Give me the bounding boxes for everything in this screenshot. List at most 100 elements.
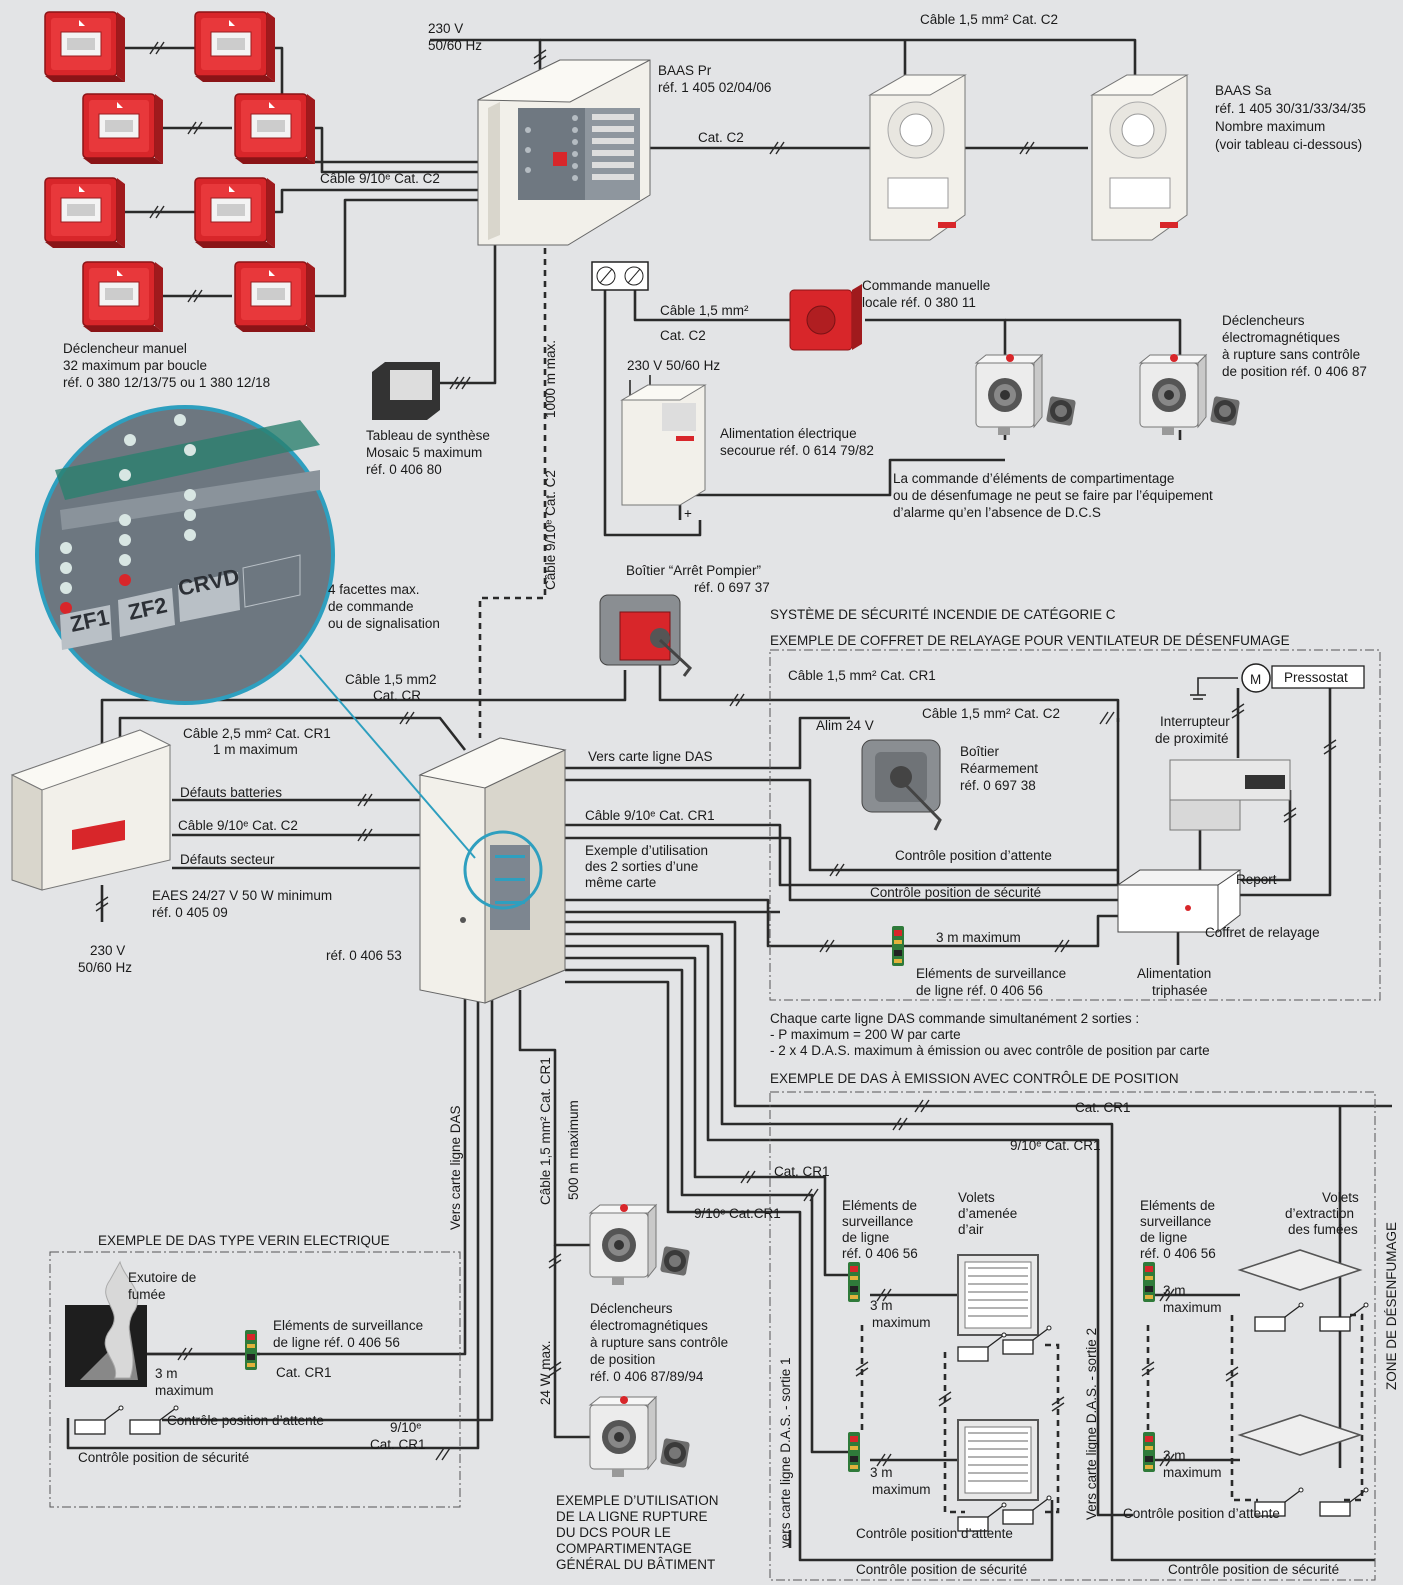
- svg-text:Tableau de synthèse: Tableau de synthèse: [366, 428, 490, 443]
- svg-text:ZONE DE DÉSENFUMAGE: ZONE DE DÉSENFUMAGE: [1384, 1222, 1399, 1390]
- commande-manuelle-device: [789, 284, 862, 351]
- svg-text:3 m: 3 m: [1163, 1448, 1186, 1463]
- svg-text:vers carte ligne D.A.S. - sort: vers carte ligne D.A.S. - sortie 1: [778, 1357, 793, 1548]
- svg-text:à rupture sans contrôle: à rupture sans contrôle: [590, 1335, 728, 1350]
- svg-text:réf. 0 380 12/13/75 ou 1 380 1: réf. 0 380 12/13/75 ou 1 380 12/18: [63, 375, 270, 390]
- zoom-panel-detail: [35, 405, 543, 910]
- svg-text:Câble 9/10ᵉ Cat. C2: Câble 9/10ᵉ Cat. C2: [543, 470, 558, 590]
- svg-text:50/60 Hz: 50/60 Hz: [428, 38, 482, 53]
- svg-text:triphasée: triphasée: [1152, 983, 1208, 998]
- svg-text:de position: de position: [590, 1352, 655, 1367]
- wires: [66, 38, 1392, 1562]
- svg-text:maximum: maximum: [1163, 1465, 1222, 1480]
- svg-text:Câble 9/10ᵉ Cat. CR1: Câble 9/10ᵉ Cat. CR1: [585, 808, 715, 823]
- terminal-block: [591, 261, 649, 291]
- svg-text:ou de signalisation: ou de signalisation: [328, 616, 440, 631]
- svg-text:de position réf. 0 406 87: de position réf. 0 406 87: [1222, 364, 1367, 379]
- cable-ticks: [95, 41, 1337, 1467]
- svg-text:de ligne: de ligne: [1140, 1230, 1187, 1245]
- svg-text:Alimentation: Alimentation: [1137, 966, 1211, 981]
- svg-text:Volets: Volets: [1322, 1190, 1359, 1205]
- svg-text:Contrôle position de sécurité: Contrôle position de sécurité: [1168, 1562, 1339, 1577]
- svg-text:maximum: maximum: [1163, 1300, 1222, 1315]
- svg-text:SYSTÈME DE SÉCURITÉ INCENDIE D: SYSTÈME DE SÉCURITÉ INCENDIE DE CATÉGORI…: [770, 607, 1116, 622]
- dcs-box-4: [589, 1395, 657, 1478]
- svg-text:Alimentation électrique: Alimentation électrique: [720, 426, 857, 441]
- magnet-2: [1209, 395, 1241, 427]
- svg-text:Contrôle position d’attente: Contrôle position d’attente: [856, 1526, 1013, 1541]
- svg-text:DE LA LIGNE RUPTURE: DE LA LIGNE RUPTURE: [556, 1509, 708, 1524]
- svg-text:230 V 50/60 Hz: 230 V 50/60 Hz: [627, 358, 720, 373]
- svg-text:maximum: maximum: [155, 1383, 214, 1398]
- svg-text:surveillance: surveillance: [1140, 1214, 1211, 1229]
- pressostat-box: [1271, 665, 1365, 689]
- svg-text:d’amenée: d’amenée: [958, 1206, 1017, 1221]
- svg-text:Contrôle position de sécurité: Contrôle position de sécurité: [78, 1450, 249, 1465]
- surv-element-verin: [245, 1330, 257, 1370]
- svg-text:Cat. CR1: Cat. CR1: [370, 1437, 426, 1452]
- power-supply-unit: [620, 384, 707, 506]
- svg-text:50/60 Hz: 50/60 Hz: [78, 960, 132, 975]
- svg-text:La commande d’éléments de comp: La commande d’éléments de compartimentag…: [893, 471, 1174, 486]
- svg-text:BAAS Sa: BAAS Sa: [1215, 83, 1272, 98]
- svg-text:Commande manuelle: Commande manuelle: [862, 278, 990, 293]
- arret-pompier-box: [599, 594, 693, 677]
- svg-text:Eléments de: Eléments de: [1140, 1198, 1215, 1213]
- svg-text:Câble 1,5 mm²: Câble 1,5 mm²: [660, 303, 749, 318]
- svg-text:électromagnétiques: électromagnétiques: [1222, 330, 1340, 345]
- svg-text:secourue réf. 0 614 79/82: secourue réf. 0 614 79/82: [720, 443, 874, 458]
- svg-text:Câble 1,5 mm² Cat. CR1: Câble 1,5 mm² Cat. CR1: [538, 1057, 553, 1205]
- svg-text:des 2 sorties d’une: des 2 sorties d’une: [585, 859, 698, 874]
- svg-text:réf. 0 406 56: réf. 0 406 56: [842, 1246, 918, 1261]
- svg-text:Cat. C2: Cat. C2: [660, 328, 706, 343]
- svg-text:ou de désenfumage ne peut se f: ou de désenfumage ne peut se faire par l…: [893, 488, 1213, 503]
- svg-text:fumée: fumée: [128, 1287, 166, 1302]
- svg-text:surveillance: surveillance: [842, 1214, 913, 1229]
- central-unit: [418, 737, 567, 1004]
- svg-text:Boîtier “Arrêt Pompier”: Boîtier “Arrêt Pompier”: [626, 563, 761, 578]
- svg-text:maximum: maximum: [872, 1315, 931, 1330]
- svg-text:Volets: Volets: [958, 1190, 995, 1205]
- svg-text:même carte: même carte: [585, 875, 656, 890]
- svg-text:Exemple d’utilisation: Exemple d’utilisation: [585, 843, 708, 858]
- diagram-labels: 230 V 50/60 Hz Câble 1,5 mm² Cat. C2 BAA…: [63, 12, 1399, 1577]
- svg-text:230 V: 230 V: [428, 21, 463, 36]
- svg-text:Contrôle position d’attente: Contrôle position d’attente: [895, 848, 1052, 863]
- svg-text:d’extraction: d’extraction: [1285, 1206, 1354, 1221]
- svg-text:Défauts secteur: Défauts secteur: [180, 852, 275, 867]
- svg-text:Eléments de surveillance: Eléments de surveillance: [916, 966, 1066, 981]
- svg-text:locale réf. 0 380 11: locale réf. 0 380 11: [862, 295, 976, 310]
- svg-text:DU DCS POUR LE: DU DCS POUR LE: [556, 1525, 671, 1540]
- svg-text:M: M: [1250, 672, 1261, 687]
- svg-text:32 maximum par boucle: 32 maximum par boucle: [63, 358, 207, 373]
- svg-text:COMPARTIMENTAGE: COMPARTIMENTAGE: [556, 1541, 692, 1556]
- svg-text:Contrôle position de sécurité: Contrôle position de sécurité: [856, 1562, 1027, 1577]
- svg-text:Câble 1,5 mm² Cat. C2: Câble 1,5 mm² Cat. C2: [920, 12, 1058, 27]
- svg-text:Vers carte ligne D.A.S. - sort: Vers carte ligne D.A.S. - sortie 2: [1084, 1328, 1099, 1520]
- svg-text:réf. 0 406 53: réf. 0 406 53: [326, 948, 402, 963]
- svg-text:500 m maximum: 500 m maximum: [566, 1100, 581, 1200]
- svg-text:Déclencheurs: Déclencheurs: [1222, 313, 1305, 328]
- svg-text:Cat. CR: Cat. CR: [373, 688, 421, 703]
- dcs-box-1: [975, 353, 1043, 436]
- surv-element-m2: [848, 1432, 860, 1472]
- verin-zone: [49, 1251, 461, 1508]
- svg-text:Coffret de relayage: Coffret de relayage: [1205, 925, 1320, 940]
- svg-text:Cat. CR1: Cat. CR1: [774, 1164, 830, 1179]
- coffret-relayage-zone: [769, 649, 1381, 1001]
- svg-text:des fumées: des fumées: [1288, 1222, 1358, 1237]
- svg-text:3 m maximum: 3 m maximum: [936, 930, 1021, 945]
- svg-text:d’alarme qu’en l’absence de D.: d’alarme qu’en l’absence de D.C.S: [893, 505, 1101, 520]
- svg-text:Défauts batteries: Défauts batteries: [180, 785, 282, 800]
- svg-text:Exutoire de: Exutoire de: [128, 1270, 196, 1285]
- svg-text:Eléments de: Eléments de: [842, 1198, 917, 1213]
- svg-text:électromagnétiques: électromagnétiques: [590, 1318, 708, 1333]
- svg-text:Câble 1,5 mm² Cat. C2: Câble 1,5 mm² Cat. C2: [922, 706, 1060, 721]
- svg-text:Câble 1,5 mm2: Câble 1,5 mm2: [345, 672, 437, 687]
- svg-text:(voir tableau ci-dessous): (voir tableau ci-dessous): [1215, 137, 1362, 152]
- svg-text:réf. 0 697 37: réf. 0 697 37: [694, 580, 770, 595]
- svg-text:Boîtier: Boîtier: [960, 744, 1000, 759]
- magnet-1: [1045, 395, 1077, 427]
- svg-text:Vers carte ligne DAS: Vers carte ligne DAS: [588, 749, 713, 764]
- svg-text:Déclencheurs: Déclencheurs: [590, 1301, 673, 1316]
